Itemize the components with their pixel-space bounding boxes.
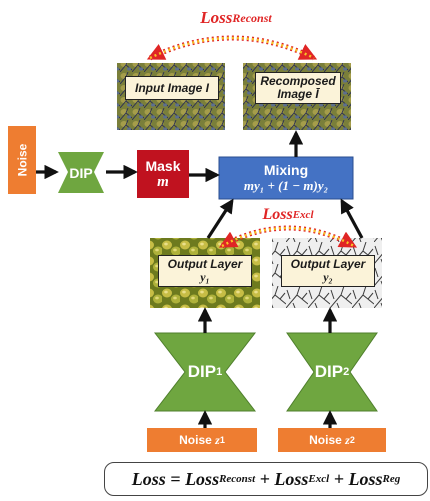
arrow-out1-to-mixing bbox=[206, 198, 234, 239]
dip1-block bbox=[153, 332, 257, 412]
loss-reconst-arc-yellow bbox=[149, 36, 315, 60]
arrow-out2-to-mixing bbox=[340, 198, 364, 239]
noise-z2-block bbox=[278, 428, 386, 452]
dip-block bbox=[58, 152, 104, 193]
mask-block bbox=[137, 150, 189, 198]
loss-excl-arc-yellow bbox=[221, 226, 355, 248]
noise-block bbox=[8, 126, 36, 194]
input-image-thumbnail bbox=[117, 63, 225, 130]
output-layer-1-image bbox=[150, 238, 260, 308]
recomposed-image-thumbnail bbox=[243, 63, 351, 130]
output-layer-2-image bbox=[272, 238, 382, 308]
dip2-block bbox=[286, 332, 378, 412]
noise-z1-block bbox=[147, 428, 257, 452]
mixing-block bbox=[218, 156, 354, 200]
